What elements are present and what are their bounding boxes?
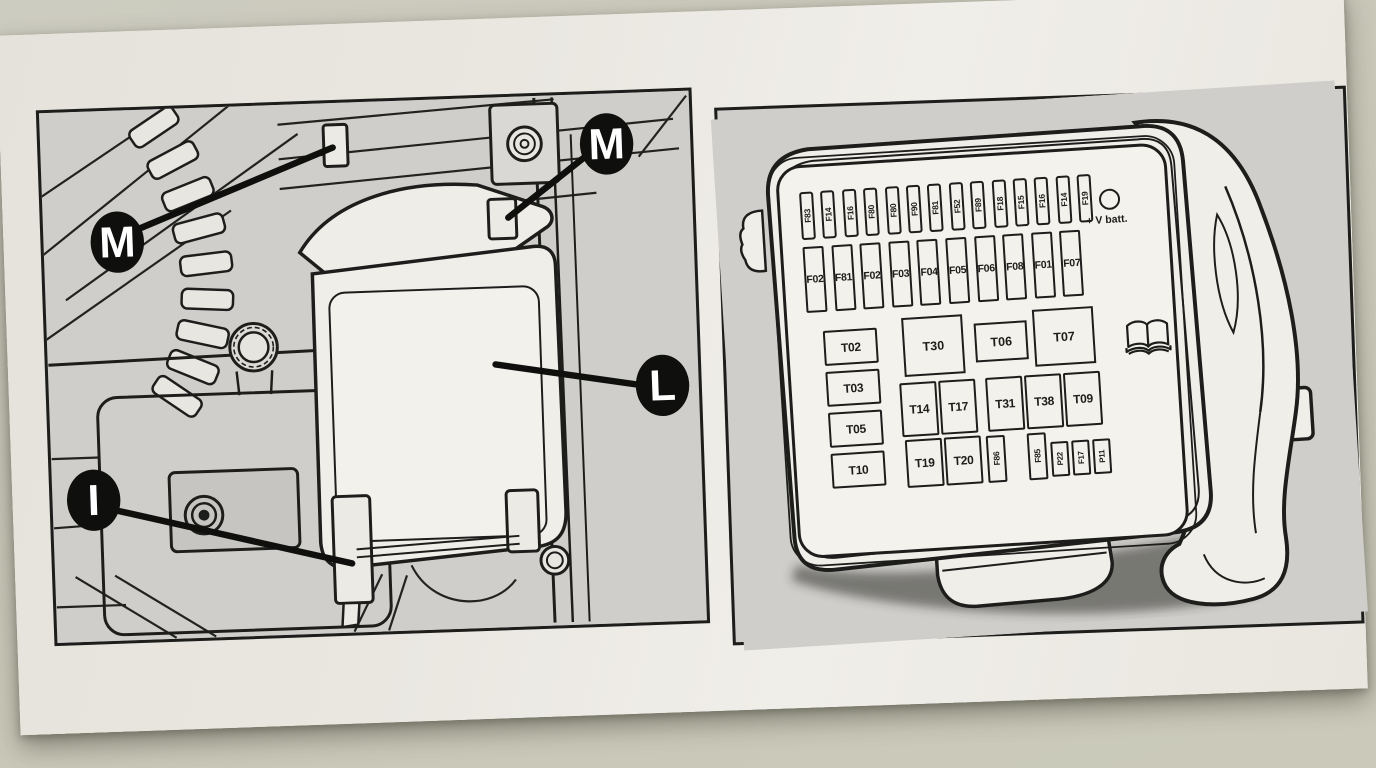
battery-stud-label: + V batt.	[1086, 212, 1128, 228]
callout-badge-m2: M	[579, 113, 634, 175]
mini-fuse: F15	[1012, 177, 1030, 227]
relay-t07: T07	[1031, 306, 1097, 367]
relay: T17	[938, 378, 979, 435]
engine-bay-illustration: M M L I	[38, 90, 707, 643]
left-tab	[739, 209, 768, 273]
manual-page: M M L I	[0, 0, 1368, 736]
relay: T03	[825, 368, 882, 407]
mini-fuse: F16	[841, 188, 859, 238]
mini-fuse: F89	[969, 180, 987, 230]
mini-fuse: F14	[820, 190, 838, 239]
callout-badge-i: I	[66, 469, 121, 531]
battery-positive-stud-icon	[1098, 188, 1121, 211]
relay-t06: T06	[973, 320, 1029, 363]
mini-fuse: F80	[863, 187, 881, 237]
relay-t30: T30	[901, 314, 966, 378]
battery-side-clamp	[486, 197, 519, 241]
vertical-fuse: F85	[1026, 432, 1049, 481]
vertical-fuse: F86	[985, 434, 1008, 483]
callout-badge-l: L	[635, 354, 690, 417]
maxi-fuse: F07	[1059, 229, 1085, 297]
mini-fuse: F81	[927, 183, 945, 233]
callout-leader-lines	[112, 144, 639, 567]
maxi-fuse: F04	[916, 238, 942, 306]
callout-badge-m1: M	[90, 211, 145, 273]
mini-fuse: F18	[991, 179, 1009, 229]
open-book-icon	[1125, 319, 1172, 355]
small-vertical-fuse: F17	[1071, 439, 1092, 476]
mini-fuse: F90	[905, 184, 923, 234]
maxi-fuse: F05	[945, 236, 971, 305]
mini-fuse: F52	[948, 182, 966, 231]
maxi-fuse: F02	[859, 242, 885, 310]
maxi-fuse: F01	[1030, 231, 1056, 299]
battery-location-panel: M M L I	[35, 87, 711, 647]
mini-fuse: F83	[798, 191, 816, 241]
callout-letter: M	[588, 120, 626, 169]
relay: T05	[827, 409, 884, 448]
battery-top-clamp	[321, 122, 350, 169]
relay: T38	[1023, 373, 1065, 430]
callout-letter: L	[648, 362, 676, 411]
callout-letter: M	[98, 218, 136, 267]
relay: T31	[985, 375, 1026, 432]
relay: T14	[899, 381, 940, 438]
small-vertical-fuse: P11	[1092, 438, 1113, 475]
relay: T02	[822, 327, 879, 366]
mini-fuse: F14	[1055, 175, 1073, 225]
maxi-fuse: F06	[973, 235, 999, 303]
mini-fuse: F16	[1033, 176, 1051, 226]
mini-fuse: F80	[884, 186, 902, 235]
callout-letter: I	[87, 477, 101, 525]
relay: T20	[943, 435, 984, 486]
small-vertical-fuse: P22	[1050, 440, 1071, 477]
battery-bracket	[330, 494, 375, 605]
maxi-fuse: F02	[802, 245, 828, 314]
maxi-fuse: F03	[888, 240, 914, 308]
maxi-fuse: F08	[1002, 233, 1028, 301]
maxi-fuse: F81	[830, 244, 857, 312]
relay: T10	[830, 450, 887, 489]
battery-cover	[297, 122, 568, 629]
corrugated-hose	[128, 105, 235, 418]
relay: T09	[1062, 370, 1104, 427]
vertical-fuse-row: F86 F85	[985, 432, 1049, 483]
relay: T19	[904, 437, 945, 489]
